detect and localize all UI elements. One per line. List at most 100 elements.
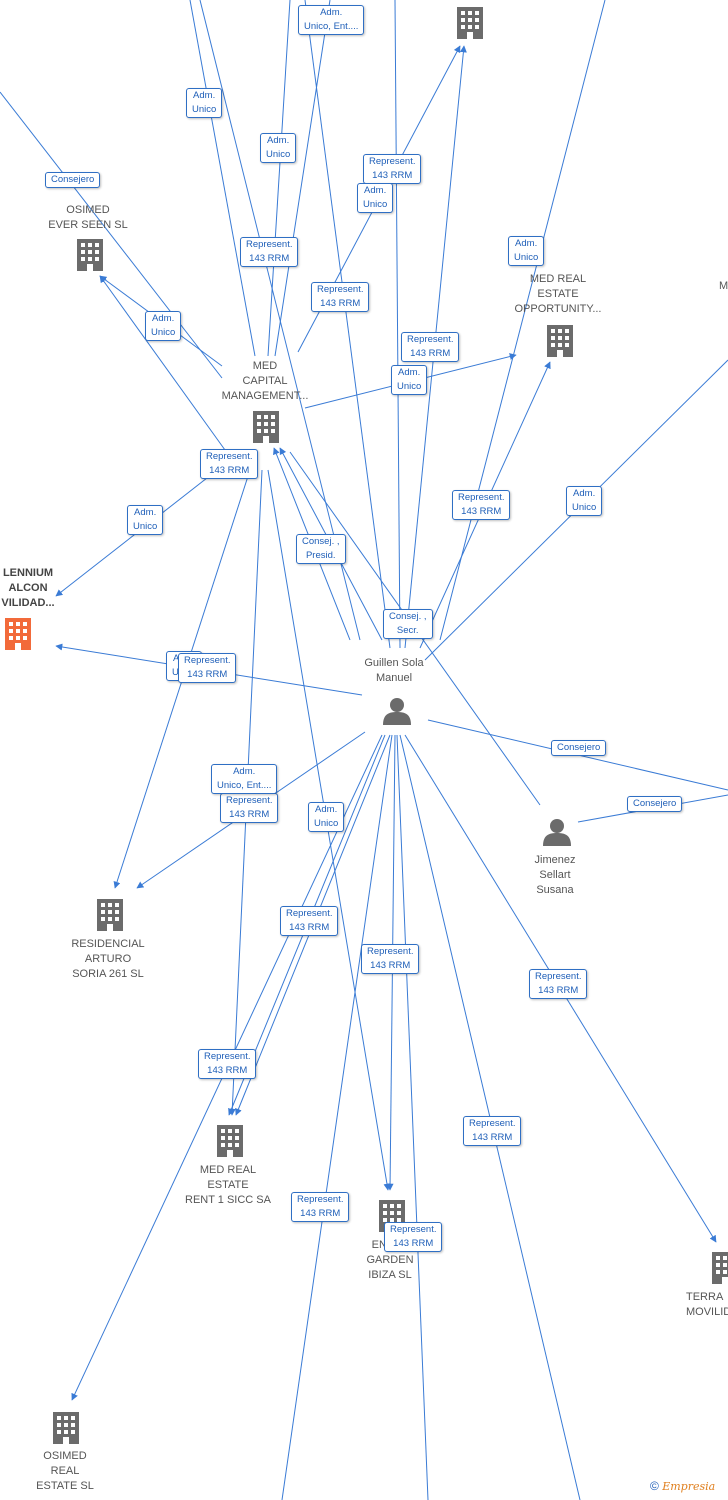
edge-label-line: Adm. (315, 804, 338, 815)
edge-label-consejero[interactable]: Consejero (627, 796, 683, 812)
building-icon[interactable] (217, 1125, 243, 1157)
edge-label-represent[interactable]: Represent. 143 RRM (452, 490, 511, 520)
edge-label-adm-unico[interactable]: Adm.Unico (186, 88, 223, 118)
node-label-line: ESTATE (537, 288, 579, 300)
edge-label-line: Represent. (184, 655, 231, 666)
edge-label-line: Unico, Ent.... (304, 21, 359, 32)
edge-label-adm-unico[interactable]: Adm.Unico (391, 365, 428, 395)
node-label-line: ESTATE SL (36, 1480, 94, 1492)
edge-label-line: Represent. (458, 492, 505, 503)
edge-label-represent[interactable]: Represent. 143 RRM (178, 653, 237, 683)
edge-label-represent[interactable]: Represent.143 RRM (198, 1049, 257, 1079)
edge-label-represent[interactable]: Represent. 143 RRM (291, 1192, 350, 1222)
edge-label-adm-unico[interactable]: Adm.Unico (508, 236, 545, 266)
node-label-line: Sellart (539, 869, 571, 881)
edge-label-line: 143 RRM (300, 1208, 341, 1219)
node-label-line: VILIDAD... (1, 597, 55, 609)
edge-label-adm-unico[interactable]: Adm.Unico (145, 311, 182, 341)
edge-label-line: 143 RRM (461, 506, 502, 517)
edge-label-adm-unico[interactable]: Adm. Unico (127, 505, 164, 535)
edge-label-consej-presid[interactable]: Consej. ,Presid. (296, 534, 346, 564)
building-icon[interactable] (547, 325, 573, 357)
person-icon[interactable] (383, 698, 411, 725)
edge-label-adm-unico[interactable]: Adm.Unico (260, 133, 297, 163)
edge-label-represent[interactable]: Represent.143 RRM (463, 1116, 522, 1146)
edge-label-consej-secr[interactable]: Consej. ,Secr. (383, 609, 433, 639)
node-label-line: MED (252, 360, 278, 372)
node-top-right-partial[interactable]: M (719, 279, 728, 294)
edge-label-line: 143 RRM (370, 960, 411, 971)
edge-label-line: Adm. (267, 135, 290, 146)
edge-label-consejero[interactable]: Consejero (45, 172, 101, 188)
edge-label-line: Represent. (317, 284, 364, 295)
node-label-line: OSIMED (43, 1450, 87, 1462)
edge-label-line: Adm. (233, 766, 256, 777)
edge-label-line: 143 RRM (187, 669, 228, 680)
node-millennium[interactable]: LENNIUM ALCON VILIDAD... (0, 566, 88, 611)
node-label-line: ESTATE (207, 1179, 249, 1191)
node-label-line: TERRA (686, 1291, 724, 1303)
edge-label-represent[interactable]: Represent.143 RRM (200, 449, 259, 479)
edge-label-line: Consejero (633, 798, 677, 809)
building-icon[interactable] (77, 239, 103, 271)
edge-label-line: Consejero (557, 742, 601, 753)
edge-label-represent[interactable]: Represent. 143 RRM (361, 944, 420, 974)
edge-label-represent[interactable]: Represent.143 RRM (384, 1222, 443, 1252)
edge-label-line: 143 RRM (372, 170, 413, 181)
edge-label-line: Represent. (390, 1224, 437, 1235)
edge-label-line: 143 RRM (410, 348, 451, 359)
node-label-line: MANAGEMENT... (221, 390, 309, 402)
node-label-line: M (719, 280, 728, 292)
edge-label-line: 143 RRM (320, 298, 361, 309)
person-icon[interactable] (543, 819, 571, 846)
edge-label-line: Represent. (367, 946, 414, 957)
edge-label-line: 143 RRM (229, 809, 270, 820)
building-icon[interactable] (253, 411, 279, 443)
edge-label-line: Unico (363, 199, 388, 210)
edge-label-represent[interactable]: Represent.143 RRM (280, 906, 339, 936)
edge-label-adm-unico[interactable]: Adm. Unico (357, 183, 394, 213)
building-icon[interactable] (97, 899, 123, 931)
edge-label-adm-unico[interactable]: Adm.Unico (308, 802, 345, 832)
building-icon[interactable] (712, 1252, 728, 1284)
edge-label-represent[interactable]: Represent.143 RRM (529, 969, 588, 999)
node-label-line: Manuel (375, 672, 413, 684)
edge-label-line: Unico (133, 521, 158, 532)
edge-label-represent[interactable]: Represent. 143 RRM (311, 282, 370, 312)
edge-label-adm-unico-ent[interactable]: Adm. Unico, Ent.... (298, 5, 365, 35)
node-label-line: LENNIUM (2, 567, 54, 579)
edge-label-line: Consej. , (389, 611, 427, 622)
edge-label-line: Unico (572, 502, 597, 513)
building-icon[interactable] (457, 7, 483, 39)
edge-label-represent[interactable]: Represent.143 RRM (220, 793, 279, 823)
edge-label-adm-unico-ent[interactable]: Adm.Unico, Ent.... (211, 764, 278, 794)
node-label-line: ARTURO (84, 953, 132, 965)
edge-label-line: Adm. (573, 488, 596, 499)
edge-label-adm-unico[interactable]: Adm. Unico (566, 486, 603, 516)
node-label-line: RENT 1 SICC SA (185, 1194, 271, 1206)
node-label-line: Jimenez (534, 854, 576, 866)
edge-label-consejero[interactable]: Consejero (551, 740, 607, 756)
edge-label-line: 143 RRM (538, 985, 579, 996)
edge-label-line: Adm. (134, 507, 157, 518)
node-label-line: ALCON (8, 582, 48, 594)
building-icon[interactable] (5, 618, 31, 650)
building-icon[interactable] (53, 1412, 79, 1444)
edge-label-represent[interactable]: Represent.143 RRM (401, 332, 460, 362)
edge-label-represent[interactable]: Represent.143 RRM (363, 154, 422, 184)
edge-label-line: Adm. (320, 7, 343, 18)
edge-label-line: Represent. (297, 1194, 344, 1205)
edge-label-line: Unico (514, 252, 539, 263)
edge-label-line: Adm. (364, 185, 387, 196)
edge-label-represent[interactable]: Represent.143 RRM (240, 237, 299, 267)
edge-label-line: Represent. (206, 451, 253, 462)
